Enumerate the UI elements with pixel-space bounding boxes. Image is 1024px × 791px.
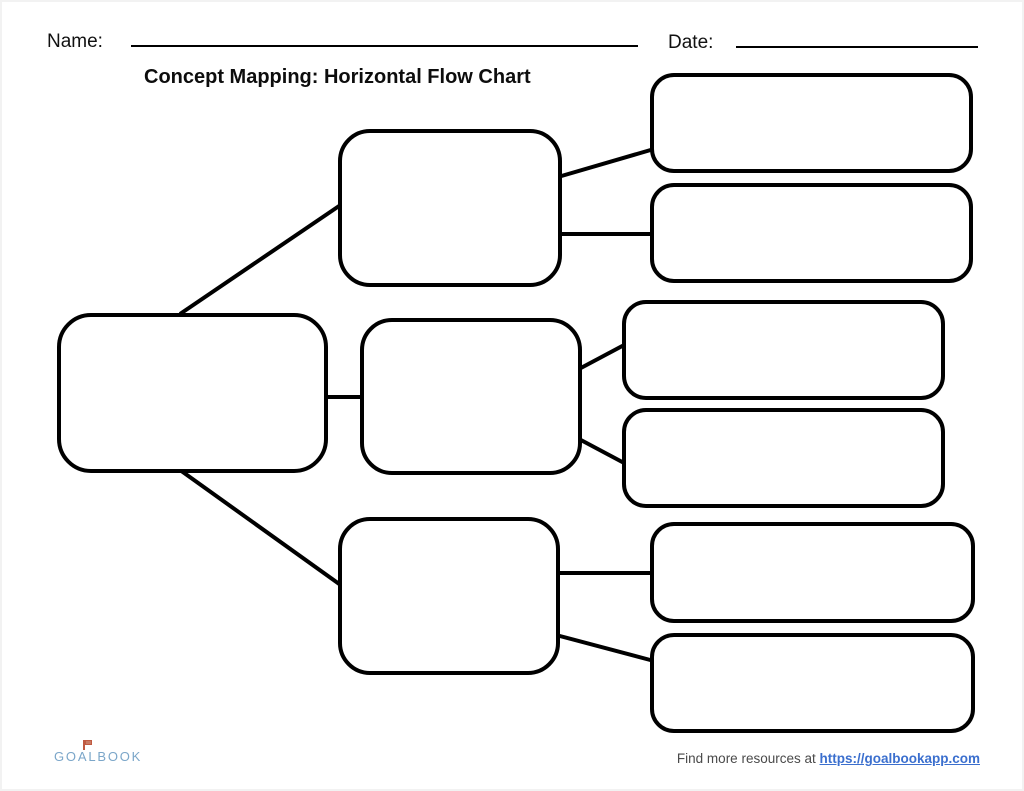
- footer-resources-text: Find more resources at: [676, 751, 816, 766]
- date-input-line: [736, 46, 978, 48]
- node-branch-2-box: [360, 318, 582, 475]
- node-root-box: [57, 313, 328, 473]
- connector-root-branch1: [178, 202, 344, 316]
- connector-branch1-leaf1a: [557, 147, 655, 179]
- node-branch-1-box: [338, 129, 562, 287]
- footer-resources: Find more resources at https://goalbooka…: [677, 751, 980, 766]
- logo-flag-cloth-icon: [85, 740, 92, 745]
- node-leaf-3a-box: [650, 522, 975, 623]
- connector-branch2-leaf2b: [578, 437, 627, 466]
- node-leaf-2a-box: [622, 300, 945, 400]
- node-leaf-1a-box: [650, 73, 973, 173]
- node-leaf-1b-box: [650, 183, 973, 283]
- logo-text-go: GO: [54, 749, 78, 764]
- page-title: Concept Mapping: Horizontal Flow Chart: [144, 66, 531, 88]
- connector-root-branch3: [178, 468, 344, 588]
- node-leaf-3b-box: [650, 633, 975, 733]
- name-input-line: [131, 45, 638, 47]
- date-label: Date:: [668, 32, 714, 53]
- goalbook-logo: GOALBOOK: [54, 740, 143, 764]
- goalbookapp-link[interactable]: https://goalbookapp.com: [819, 751, 981, 766]
- logo-flag-icon: [83, 740, 85, 750]
- logo-text-lbook: LBOOK: [88, 749, 143, 764]
- connector-branch3-leaf3b: [555, 633, 655, 663]
- connector-branch2-leaf2a: [578, 342, 627, 371]
- logo-text-a: A: [77, 749, 89, 764]
- node-leaf-2b-box: [622, 408, 945, 508]
- node-branch-3-box: [338, 517, 560, 675]
- name-label: Name:: [47, 31, 103, 52]
